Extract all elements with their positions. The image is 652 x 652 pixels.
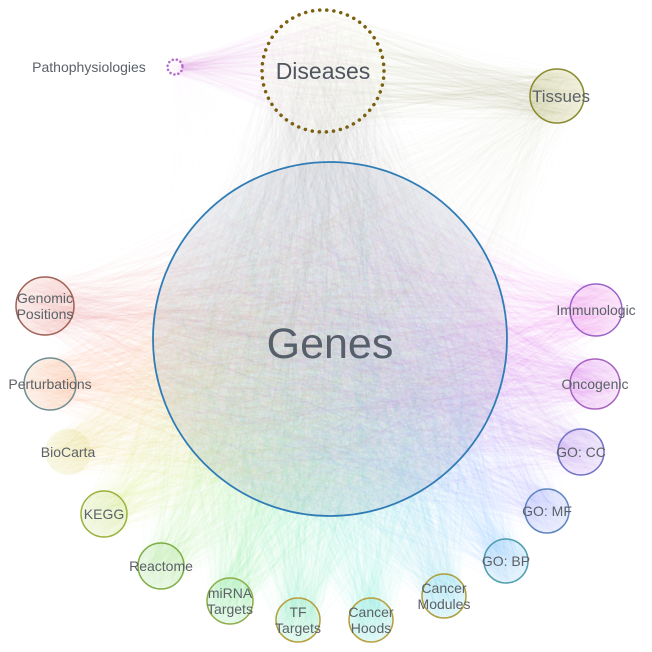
diseases-circle[interactable] (260, 8, 386, 134)
node-genes[interactable]: Genes (152, 161, 508, 517)
node-label-oncogenic: Oncogenic (562, 376, 629, 392)
node-oncogenic[interactable]: Oncogenic (562, 358, 629, 410)
immunologic-circle[interactable] (569, 283, 623, 337)
node-label-genes: Genes (267, 320, 394, 368)
node-label-perturbations: Perturbations (8, 376, 91, 392)
go-mf-circle[interactable] (524, 488, 570, 534)
reactome-circle[interactable] (137, 542, 185, 590)
node-tissues[interactable]: Tissues (529, 68, 590, 124)
tf-targets-circle[interactable] (275, 597, 321, 643)
go-bp-circle[interactable] (483, 538, 529, 584)
perturbations-circle[interactable] (23, 357, 77, 411)
node-label-immunologic: Immunologic (556, 302, 635, 318)
node-label-diseases: Diseases (276, 58, 371, 84)
node-label-kegg: KEGG (84, 506, 124, 522)
node-label-biocarta: BioCarta (41, 444, 96, 460)
node-immunologic[interactable]: Immunologic (556, 283, 636, 337)
node-perturbations[interactable]: Perturbations (8, 357, 92, 411)
cancer-modules-circle[interactable] (421, 573, 467, 619)
node-label-reactome: Reactome (129, 558, 193, 574)
node-label-go-bp: GO: BP (482, 553, 530, 569)
mirna-targets-circle[interactable] (206, 577, 254, 625)
tissues-circle[interactable] (529, 68, 585, 124)
oncogenic-circle[interactable] (569, 358, 621, 410)
node-go-bp[interactable]: GO: BP (482, 538, 530, 584)
node-reactome[interactable]: Reactome (129, 542, 193, 590)
go-cc-circle[interactable] (557, 428, 605, 476)
kegg-circle[interactable] (80, 490, 128, 538)
biocarta-circle[interactable] (45, 429, 91, 475)
node-label-go-cc: GO: CC (556, 444, 606, 460)
node-go-mf[interactable]: GO: MF (522, 488, 572, 534)
node-label-tissues: Tissues (532, 87, 590, 106)
cancer-hoods-circle[interactable] (348, 597, 394, 643)
node-biocarta[interactable]: BioCarta (41, 429, 96, 475)
node-go-cc[interactable]: GO: CC (556, 428, 606, 476)
node-pathophysiologies[interactable]: Pathophysiologies (32, 58, 184, 76)
genes-circle[interactable] (152, 161, 508, 517)
node-label-pathophysiologies: Pathophysiologies (32, 59, 146, 75)
node-diseases[interactable]: Diseases (260, 8, 386, 134)
genomic-positions-circle[interactable] (15, 276, 75, 336)
node-label-go-mf: GO: MF (522, 503, 572, 519)
pathophysiologies-circle[interactable] (166, 58, 184, 76)
node-kegg[interactable]: KEGG (80, 490, 128, 538)
